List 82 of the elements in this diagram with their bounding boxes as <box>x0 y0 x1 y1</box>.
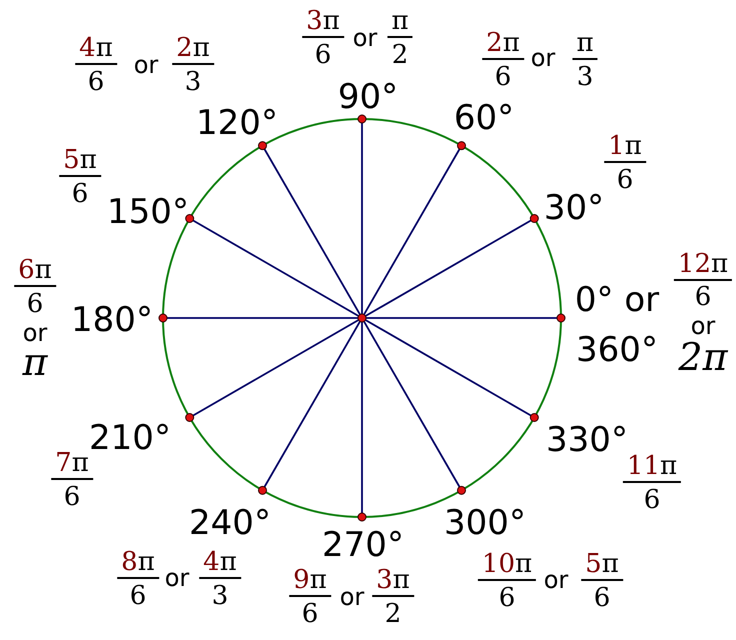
point-marker <box>530 214 539 223</box>
radius-line <box>365 220 532 317</box>
fraction-numerator: 9π <box>289 567 331 597</box>
connecting-word: or <box>340 585 364 609</box>
point-marker <box>185 413 194 422</box>
fraction-denominator: 6 <box>26 291 44 317</box>
center-point <box>358 314 366 322</box>
fraction-numerator: 2π <box>172 35 214 65</box>
fraction-denominator: 2 <box>384 601 402 627</box>
degree-label: 60° <box>454 101 514 135</box>
fraction-numerator: 2π <box>482 30 524 60</box>
fraction-numerator: 3π <box>302 8 344 38</box>
fraction-denominator: 6 <box>302 601 318 627</box>
point-marker <box>556 314 566 322</box>
radius-line <box>366 317 557 319</box>
radius-line <box>361 123 363 314</box>
fraction-numerator: 11π <box>622 453 682 483</box>
fraction-denominator: 6 <box>644 487 660 513</box>
fraction-numerator: 7π <box>51 450 93 480</box>
connecting-word: or <box>352 26 378 50</box>
connecting-word: or <box>530 46 556 70</box>
fraction-denominator: 6 <box>694 284 712 310</box>
fraction-numerator: 10π <box>478 551 536 581</box>
degree-label: 240° <box>189 506 271 540</box>
fraction-denominator: 3 <box>184 69 202 95</box>
point-marker <box>530 413 539 422</box>
degree-label: 90° <box>338 80 398 114</box>
degree-label: 270° <box>322 528 404 562</box>
fraction-denominator: 6 <box>88 69 104 95</box>
fraction-numerator: 5π <box>581 551 623 581</box>
radius-line <box>167 317 358 319</box>
fraction-numerator: 5π <box>59 147 101 177</box>
fraction-denominator: 3 <box>212 583 228 609</box>
fraction-denominator: 6 <box>594 585 610 611</box>
fraction-denominator: 2 <box>392 42 408 68</box>
connecting-word: or <box>134 53 158 77</box>
fraction-denominator: 6 <box>616 167 634 193</box>
fraction-numerator: π <box>572 30 598 60</box>
degree-label: 360° <box>576 333 658 367</box>
fraction-denominator: 3 <box>576 64 594 90</box>
radius-line <box>363 148 460 315</box>
fraction-numerator: 3π <box>372 567 414 597</box>
radian-label: π <box>22 343 48 381</box>
point-marker <box>258 141 267 150</box>
point-marker <box>185 214 194 223</box>
point-marker <box>158 314 168 322</box>
degree-label: 300° <box>444 506 526 540</box>
degree-label: 180° <box>71 303 153 337</box>
degree-label: 150° <box>107 195 189 229</box>
fraction-numerator: 1π <box>604 133 646 163</box>
point-marker <box>457 141 466 150</box>
point-marker <box>358 512 366 522</box>
fraction-numerator: 4π <box>199 549 241 579</box>
fraction-numerator: π <box>387 8 413 38</box>
fraction-denominator: 6 <box>64 484 80 510</box>
degree-label: 30° <box>544 191 604 225</box>
degree-label: 0° or <box>574 283 660 317</box>
fraction-denominator: 6 <box>314 42 332 68</box>
degree-label: 120° <box>196 106 278 140</box>
connecting-word: or <box>690 314 716 338</box>
radius-line <box>361 322 363 513</box>
radius-line <box>192 220 359 317</box>
connecting-word: or <box>164 566 190 590</box>
connecting-word: or <box>544 568 568 592</box>
radius-line <box>264 321 361 488</box>
point-marker <box>258 486 267 495</box>
fraction-numerator: 12π <box>674 251 732 281</box>
fraction-numerator: 4π <box>75 35 117 65</box>
fraction-numerator: 8π <box>117 549 159 579</box>
radian-label: 2π <box>678 338 728 376</box>
radius-line <box>192 319 359 416</box>
fraction-denominator: 6 <box>494 64 512 90</box>
radius-line <box>365 319 532 416</box>
fraction-denominator: 6 <box>72 181 88 207</box>
connecting-word: or <box>22 321 48 345</box>
radius-line <box>264 148 361 315</box>
fraction-numerator: 6π <box>14 257 56 287</box>
fraction-denominator: 6 <box>130 583 146 609</box>
fraction-denominator: 6 <box>498 585 516 611</box>
point-marker <box>457 486 466 495</box>
radius-line <box>363 321 460 488</box>
point-marker <box>358 114 366 124</box>
